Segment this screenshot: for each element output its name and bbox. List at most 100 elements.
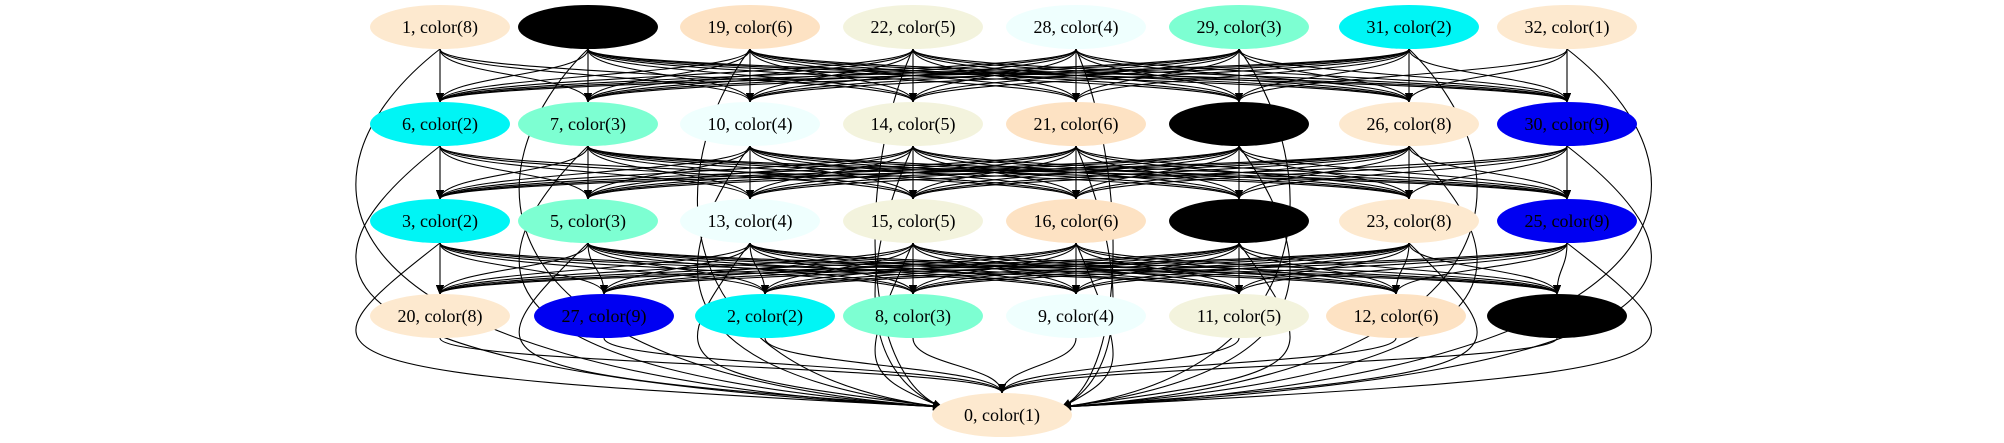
node-n30[interactable]: 30, color(9) — [1497, 102, 1637, 146]
node-label: 31, color(2) — [1367, 17, 1452, 38]
node-label: 27, color(9) — [562, 306, 647, 327]
edge-n16-n20 — [436, 242, 1077, 295]
node-label: 29, color(3) — [1197, 17, 1282, 38]
node-n8[interactable]: 8, color(3) — [843, 294, 983, 338]
edge-n30-n16 — [1072, 145, 1568, 200]
edge-n14-n3 — [436, 145, 914, 200]
node-label: 14, color(5) — [871, 114, 956, 135]
edge-n21-n3 — [436, 145, 1077, 200]
node-label: 23, color(8) — [1367, 211, 1452, 232]
node-n1[interactable]: 1, color(8) — [370, 5, 510, 49]
node-n24[interactable] — [1169, 102, 1309, 146]
node-n15[interactable]: 15, color(5) — [843, 199, 983, 243]
edge-n19-n0 — [697, 48, 943, 410]
nodes-layer: 1, color(8) 19, color(6) 22, color(5) 28, c… — [370, 5, 1637, 437]
edge-n31-n21 — [1072, 48, 1410, 103]
node-label: 1, color(8) — [402, 17, 478, 38]
node-n17[interactable] — [1487, 294, 1627, 338]
node-n10[interactable]: 10, color(4) — [680, 102, 820, 146]
node-label: 28, color(4) — [1034, 17, 1119, 38]
node-n28[interactable]: 28, color(4) — [1006, 5, 1146, 49]
node-n22[interactable]: 22, color(5) — [843, 5, 983, 49]
edge-n19-n6 — [436, 48, 751, 103]
node-n31[interactable]: 31, color(2) — [1339, 5, 1479, 49]
node-ellipse — [1497, 102, 1637, 146]
edge-n7-n3 — [436, 145, 589, 200]
edge-n23-n20 — [436, 242, 1410, 295]
node-n2[interactable]: 2, color(2) — [695, 294, 835, 338]
node-ellipse — [1497, 199, 1637, 243]
edge-n15-n20 — [436, 242, 914, 295]
node-n13[interactable]: 13, color(4) — [680, 199, 820, 243]
node-label: 6, color(2) — [402, 114, 478, 135]
node-ellipse — [518, 199, 658, 243]
node-n20[interactable]: 20, color(8) — [370, 294, 510, 338]
node-label: 15, color(5) — [871, 211, 956, 232]
edge-n31-n14 — [909, 48, 1410, 103]
node-ellipse — [1497, 5, 1637, 49]
node-n5[interactable]: 5, color(3) — [518, 199, 658, 243]
edge-n13-n20 — [436, 242, 751, 295]
node-n12[interactable]: 12, color(6) — [1326, 294, 1466, 338]
edge-n24-n3 — [436, 145, 1240, 200]
node-ellipse — [1339, 102, 1479, 146]
node-ellipse — [680, 199, 820, 243]
node-ellipse — [534, 294, 674, 338]
node-ellipse — [370, 5, 510, 49]
edge-n32-n0 — [1061, 48, 1652, 411]
node-ellipse — [1006, 294, 1146, 338]
node-ellipse — [680, 5, 820, 49]
node-ellipse — [1326, 294, 1466, 338]
edge-n20-n0 — [439, 337, 1006, 394]
edge-n30-n23 — [1405, 145, 1568, 200]
node-ellipse — [1487, 294, 1627, 338]
edge-n31-n6 — [436, 48, 1410, 103]
node-n4[interactable] — [518, 5, 658, 49]
edge-n30-n18 — [1235, 145, 1568, 200]
edge-n3-n2 — [439, 242, 769, 295]
node-ellipse — [1006, 5, 1146, 49]
node-n25[interactable]: 25, color(9) — [1497, 199, 1637, 243]
node-n19[interactable]: 19, color(6) — [680, 5, 820, 49]
node-label: 12, color(6) — [1354, 306, 1439, 327]
edge-n30-n15 — [909, 145, 1568, 200]
edge-n9-n0 — [998, 337, 1077, 394]
node-n16[interactable]: 16, color(6) — [1006, 199, 1146, 243]
edge-n15-n0 — [874, 242, 943, 408]
node-label: 11, color(5) — [1197, 306, 1281, 327]
node-label: 5, color(3) — [550, 211, 626, 232]
edge-n23-n27 — [600, 242, 1410, 295]
node-n6[interactable]: 6, color(2) — [370, 102, 510, 146]
node-n26[interactable]: 26, color(8) — [1339, 102, 1479, 146]
edge-n27-n0 — [603, 337, 1006, 394]
node-n18[interactable] — [1169, 199, 1309, 243]
edge-n26-n15 — [909, 145, 1410, 200]
edge-n23-n2 — [761, 242, 1410, 295]
node-n11[interactable]: 11, color(5) — [1169, 294, 1309, 338]
edge-n25-n9 — [1072, 242, 1568, 295]
edge-n3-n0 — [355, 242, 943, 411]
edge-n5-n20 — [436, 242, 589, 295]
node-label: 16, color(6) — [1034, 211, 1119, 232]
node-n27[interactable]: 27, color(9) — [534, 294, 674, 338]
node-n23[interactable]: 23, color(8) — [1339, 199, 1479, 243]
node-n9[interactable]: 9, color(4) — [1006, 294, 1146, 338]
edge-n22-n6 — [436, 48, 914, 103]
node-n29[interactable]: 29, color(3) — [1169, 5, 1309, 49]
edge-n25-n17 — [1553, 242, 1568, 295]
node-label: 2, color(2) — [727, 306, 803, 327]
node-n7[interactable]: 7, color(3) — [518, 102, 658, 146]
edge-n4-n6 — [436, 48, 589, 103]
edge-n26-n5 — [584, 145, 1410, 200]
node-label: 20, color(8) — [398, 306, 483, 327]
node-n3[interactable]: 3, color(2) — [370, 199, 510, 243]
node-ellipse — [1169, 199, 1309, 243]
node-n32[interactable]: 32, color(1) — [1497, 5, 1637, 49]
edge-n18-n0 — [1061, 242, 1291, 410]
node-n0[interactable]: 0, color(1) — [932, 393, 1072, 437]
node-n14[interactable]: 14, color(5) — [843, 102, 983, 146]
edge-n12-n0 — [998, 337, 1397, 394]
node-n21[interactable]: 21, color(6) — [1006, 102, 1146, 146]
node-ellipse — [1169, 294, 1309, 338]
